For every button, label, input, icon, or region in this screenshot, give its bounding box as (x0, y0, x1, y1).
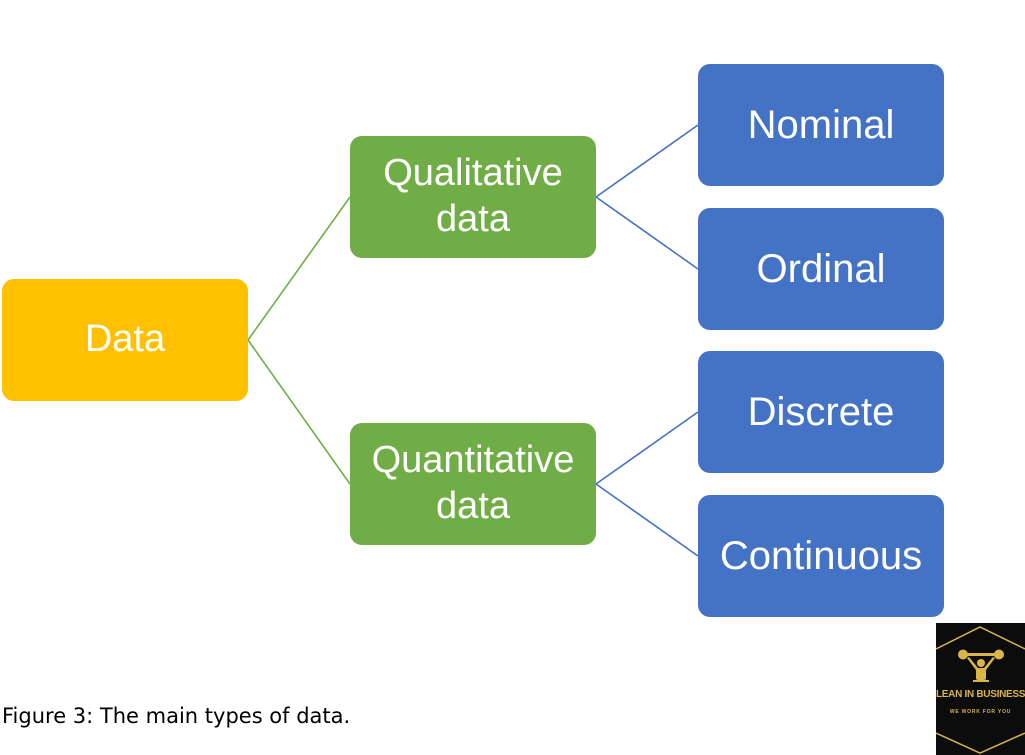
node-continuous: Continuous (698, 495, 944, 617)
node-data: Data (2, 279, 248, 401)
node-discrete-label: Discrete (747, 390, 895, 434)
connector-quantitative-continuous (595, 483, 699, 557)
logo-brand-name: LEAN IN BUSINESS (936, 689, 1025, 700)
node-qualitative-data: Qualitative data (350, 136, 596, 258)
connector-qualitative-nominal (595, 124, 699, 198)
node-discrete: Discrete (698, 351, 944, 473)
connector-quantitative-discrete (595, 411, 699, 485)
connector-data-qualitative (247, 196, 351, 341)
logo-tagline: WE WORK FOR YOU (949, 709, 1012, 715)
connector-data-quantitative (247, 339, 351, 485)
node-ordinal: Ordinal (698, 208, 944, 330)
node-quantitative-data: Quantitative data (350, 423, 596, 545)
node-qualitative-label: Qualitative data (383, 152, 563, 240)
figure-caption: Figure 3: The main types of data. (2, 704, 351, 728)
node-data-label: Data (84, 318, 166, 361)
node-quantitative-label: Quantitative data (371, 439, 575, 527)
connector-qualitative-ordinal (595, 196, 699, 270)
node-continuous-label: Continuous (719, 534, 923, 578)
node-nominal: Nominal (698, 64, 944, 186)
lean-in-business-logo: LEAN IN BUSINESS WE WORK FOR YOU (936, 623, 1025, 755)
logo-frame-icon (936, 626, 1025, 754)
node-ordinal-label: Ordinal (756, 247, 886, 291)
node-nominal-label: Nominal (747, 103, 895, 147)
